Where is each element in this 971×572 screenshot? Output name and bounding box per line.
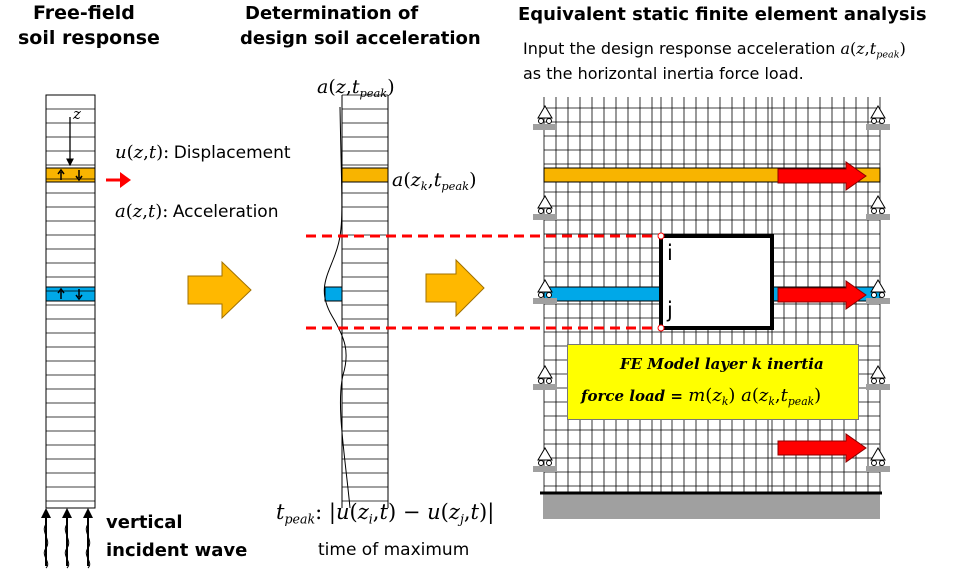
header-determination-2: design soil acceleration (240, 28, 481, 49)
header-free-field-2: soil response (18, 27, 160, 49)
support-triangle (537, 447, 553, 461)
instruction-prefix: Input the design response acceleration (523, 39, 836, 58)
time-of-maximum-label: time of maximum (318, 540, 470, 560)
layer-up-arrow-orange (57, 168, 65, 180)
support-roller (546, 118, 552, 124)
instruction-formula: a(z,tpeak) (840, 39, 906, 61)
z-arrow-label: z (73, 105, 81, 123)
support-roller (538, 292, 544, 298)
layer-down-arrow-orange (75, 170, 83, 182)
support-roller (546, 208, 552, 214)
support-roller (871, 208, 877, 214)
support-roller (879, 378, 885, 384)
support-base (866, 298, 890, 304)
support-base (533, 214, 557, 220)
support-roller (879, 292, 885, 298)
support-base (866, 124, 890, 130)
header-determination-1: Determination of (245, 3, 419, 24)
support-roller (538, 460, 544, 466)
displacement-label: u(z,t): Displacement (115, 142, 291, 163)
fe-box-line-1: FE Model layer k inertia (620, 355, 824, 373)
ground-base (543, 494, 880, 519)
support-triangle (870, 105, 886, 119)
node-j-marker (657, 324, 665, 332)
layer-blue (45, 286, 96, 302)
support-triangle (870, 447, 886, 461)
support-roller (871, 292, 877, 298)
support-roller (871, 460, 877, 466)
big-arrow-2 (425, 258, 485, 318)
node-i-marker (657, 232, 665, 240)
support-base (533, 124, 557, 130)
support-triangle (537, 279, 553, 293)
support-triangle (870, 195, 886, 209)
incident-wave-label: incident wave (106, 540, 248, 561)
header-equivalent: Equivalent static finite element analysi… (518, 4, 927, 25)
fe-model-box: FE Model layer k inertia force load = m(… (567, 344, 859, 420)
structure-box (659, 234, 774, 330)
a-formula: a(z,t) (115, 201, 163, 222)
support-triangle (870, 279, 886, 293)
support-base (866, 384, 890, 390)
incident-wave-arrows (41, 508, 93, 569)
big-arrow-1 (187, 260, 252, 320)
support-base (533, 298, 557, 304)
acceleration-label: a(z,t): Acceleration (115, 201, 279, 222)
accel-layer-blue (324, 286, 343, 302)
support-triangle (537, 195, 553, 209)
u-formula: u(z,t) (115, 142, 164, 163)
support-roller (538, 118, 544, 124)
support-base (866, 214, 890, 220)
t-peak-formula: tpeak: |u(zi,t) − u(zj,t)| (276, 500, 495, 527)
a-peak-top-label: a(z,tpeak) (317, 76, 395, 100)
header-free-field-1: Free-field (33, 2, 135, 24)
support-roller (879, 208, 885, 214)
support-base (533, 384, 557, 390)
support-base (533, 466, 557, 472)
vertical-label: vertical (106, 512, 183, 533)
support-triangle (537, 105, 553, 119)
red-pointer-arrow (106, 172, 131, 188)
layer-down-arrow-blue (75, 289, 83, 301)
a-zk-label: a(zk,tpeak) (392, 169, 477, 193)
support-roller (879, 118, 885, 124)
support-roller (871, 118, 877, 124)
fe-box-line-2: force load = m(zk) a(zk,tpeak) (581, 385, 822, 408)
support-roller (871, 378, 877, 384)
acceleration-profile-curve (323, 106, 351, 509)
mesh-layer-blue-left (543, 286, 662, 302)
layer-orange (45, 167, 96, 183)
instruction-line-2: as the horizontal inertia force load. (523, 64, 804, 83)
instruction-line-1: Input the design response acceleration a… (523, 39, 906, 60)
support-triangle (870, 365, 886, 379)
support-base (866, 466, 890, 472)
support-roller (538, 208, 544, 214)
accel-layer-orange (341, 167, 389, 183)
node-j-label: j (667, 298, 673, 322)
support-roller (546, 378, 552, 384)
layer-up-arrow-blue (57, 287, 65, 299)
soil-column-design (324, 94, 389, 508)
support-roller (538, 378, 544, 384)
load-arrows (777, 161, 867, 463)
roller-supports (533, 105, 890, 472)
support-roller (546, 292, 552, 298)
support-triangle (537, 365, 553, 379)
node-i-label: i (667, 241, 673, 265)
support-roller (546, 460, 552, 466)
support-roller (879, 460, 885, 466)
